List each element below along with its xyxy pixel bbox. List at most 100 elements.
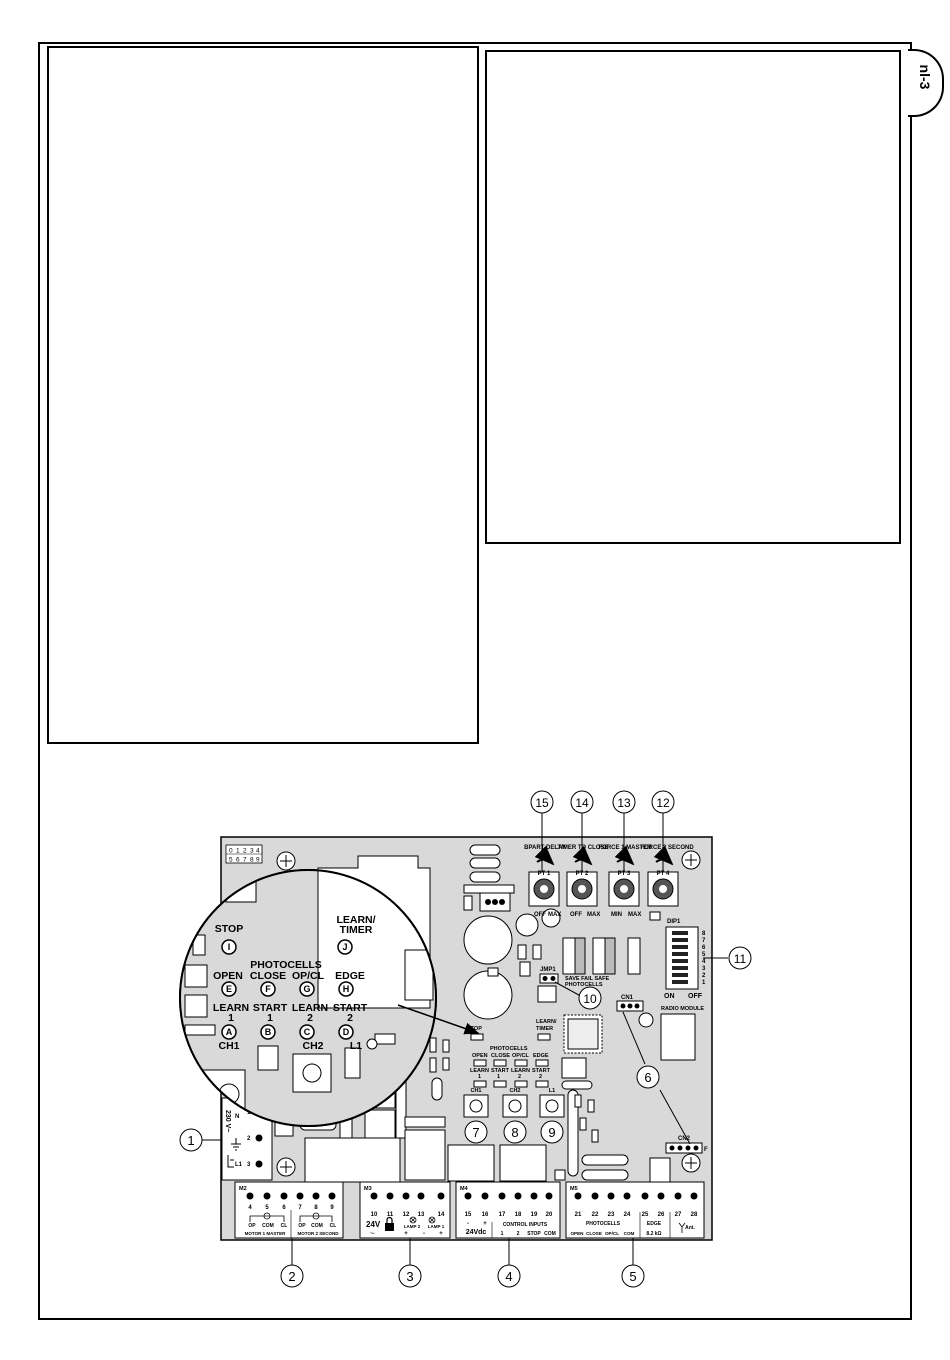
m4-input: COM — [544, 1231, 556, 1237]
dip-number: 8 — [702, 931, 706, 937]
led-label-learn: LEARN — [470, 1068, 489, 1074]
button-ch2[interactable] — [502, 1094, 528, 1118]
pot-range-max: MAX — [628, 912, 641, 918]
m2-pin-label: COM — [311, 1223, 323, 1229]
rotation-arrow-icon — [534, 845, 674, 866]
dip-number: 3 — [702, 966, 706, 972]
m2-number: 9 — [330, 1205, 334, 1211]
motor-symbol-icon — [249, 1212, 333, 1222]
led-label-start: START — [532, 1068, 551, 1074]
m5-group-label: PHOTOCELLS — [586, 1221, 621, 1227]
m5-number: 26 — [658, 1212, 665, 1218]
svg-text:11: 11 — [734, 952, 747, 966]
pot-name: PT 3 — [618, 871, 631, 877]
callout-3: 3 — [398, 1264, 422, 1288]
m5-photocell-input: OP/CL — [605, 1231, 619, 1236]
m3-number: 13 — [418, 1212, 425, 1218]
zoom-led-close: F — [260, 981, 276, 997]
m2-name: M2 — [239, 1186, 247, 1192]
svg-text:3: 3 — [406, 1269, 413, 1284]
svg-text:J: J — [342, 942, 347, 952]
svg-text:2: 2 — [288, 1269, 295, 1284]
zoom-label-stop: STOP — [215, 923, 243, 935]
svg-text:6: 6 — [644, 1070, 651, 1085]
terminal-m4[interactable] — [455, 1181, 561, 1239]
radio-module-socket[interactable] — [660, 1013, 696, 1061]
zoom-label-learn: LEARN — [292, 1002, 328, 1014]
m3-number: 11 — [387, 1212, 394, 1218]
button-ch1[interactable] — [463, 1094, 489, 1118]
mounting-screw-icon — [681, 1153, 701, 1173]
m2-number: 7 — [298, 1205, 302, 1211]
relay-small — [537, 985, 557, 1003]
m5-number: 27 — [675, 1212, 682, 1218]
led-label-learn: LEARN — [511, 1068, 530, 1074]
pot-pt3[interactable] — [608, 871, 640, 907]
m4-input: STOP — [527, 1231, 541, 1237]
m4-number: 20 — [546, 1212, 553, 1218]
led-label-close: CLOSE — [491, 1053, 510, 1059]
zoom-led-learn-timer: J — [337, 939, 353, 955]
svg-text:G: G — [303, 984, 310, 994]
svg-text:7: 7 — [472, 1125, 479, 1140]
m4-polarity: - — [467, 1221, 469, 1227]
m4-number: 18 — [515, 1212, 522, 1218]
m1-pin-label: 1 — [247, 1110, 251, 1116]
text-box-left — [47, 46, 479, 744]
radio-module-label: RADIO MODULE — [661, 1006, 704, 1012]
zoom-led-learn1: A — [221, 1024, 237, 1040]
zoom-led-open: E — [221, 981, 237, 997]
m2-group-label: MOTOR 1 MASTER — [245, 1231, 286, 1236]
connector-cn1[interactable] — [616, 1000, 644, 1012]
zoom-pointer-arrow — [397, 1004, 480, 1035]
m5-number: 28 — [691, 1212, 698, 1218]
pot-label: FORCE 2 SECOND — [640, 845, 694, 851]
zoom-label-l1: L1 — [350, 1040, 362, 1052]
m3-lamp-label: LAMP 1 — [428, 1224, 445, 1229]
pot-pt4[interactable] — [647, 871, 679, 907]
top-resistors — [463, 844, 515, 912]
lamp-icon — [409, 1216, 436, 1224]
ground-icon — [231, 1138, 241, 1151]
m5-antenna-label: Ant. — [685, 1225, 695, 1231]
zoom-led-stop: I — [221, 939, 237, 955]
mounting-screw-icon — [276, 851, 296, 871]
connector-cn2[interactable] — [665, 1142, 703, 1154]
callout-8: 8 — [503, 1120, 527, 1144]
m5-photocell-input: COM — [624, 1231, 635, 1236]
m4-supply: 24Vdc — [466, 1229, 487, 1236]
microcontroller-chip — [563, 1014, 603, 1054]
pot-name: PT 4 — [657, 871, 670, 877]
m2-pin-label: CL — [330, 1223, 337, 1229]
dip-switch[interactable] — [665, 926, 699, 990]
jumper-jmp1[interactable] — [539, 973, 559, 984]
terminal-m3[interactable] — [359, 1181, 451, 1239]
m1-pin-label: N — [235, 1114, 239, 1120]
led-label-num: 1 — [497, 1074, 500, 1080]
m2-pin-label: COM — [262, 1223, 274, 1229]
dip-number: 1 — [702, 980, 706, 986]
pot-pt2[interactable] — [566, 871, 598, 907]
led-label-opcl: OP/CL — [512, 1053, 529, 1059]
svg-text:9: 9 — [548, 1125, 555, 1140]
zoom-label-learn: LEARN — [213, 1002, 249, 1014]
terminal-m2[interactable] — [234, 1181, 344, 1239]
pot-name: PT 2 — [576, 871, 589, 877]
callout-12: 12 — [651, 790, 675, 814]
pot-range-min: MIN — [611, 912, 622, 918]
callout-1: 1 — [179, 1128, 203, 1152]
plug-icon — [227, 1155, 234, 1168]
button-l1[interactable] — [539, 1094, 565, 1118]
zoom-led-opcl: G — [299, 981, 315, 997]
pot-pt1[interactable] — [528, 871, 560, 907]
zoom-led-start2: D — [338, 1024, 354, 1040]
jumper-label: PHOTOCELLS — [565, 982, 603, 988]
m5-number: 25 — [642, 1212, 649, 1218]
callout-14: 14 — [570, 790, 594, 814]
svg-text:4: 4 — [505, 1269, 512, 1284]
zoom-led-l1 — [366, 1038, 378, 1050]
terminal-m5[interactable] — [565, 1181, 705, 1239]
zoom-label-start: START — [333, 1002, 368, 1014]
svg-text:15: 15 — [535, 796, 549, 810]
